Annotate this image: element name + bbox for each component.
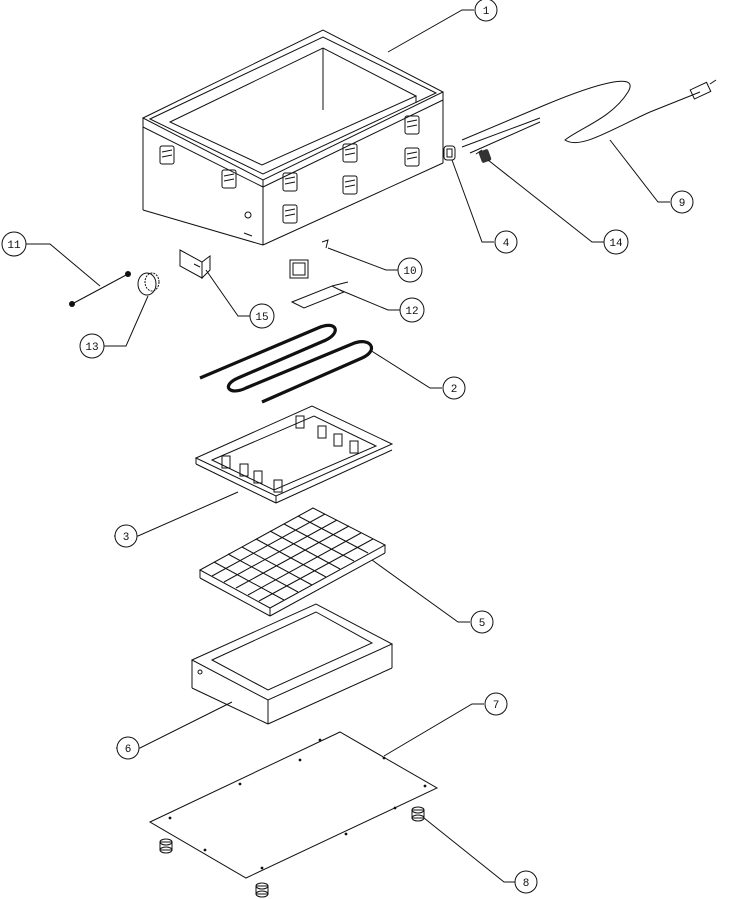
callout-label: 8 (523, 878, 530, 890)
leader-line (26, 243, 101, 287)
callout-4: 4 (494, 230, 518, 254)
callout-label: 5 (479, 618, 486, 630)
vent (282, 172, 298, 192)
callout-label: 15 (255, 312, 268, 324)
callout-3: 3 (114, 524, 138, 548)
callout-label: 12 (405, 306, 418, 318)
leader-line (327, 247, 398, 271)
callout-5: 5 (470, 610, 494, 634)
power-cord-part (461, 79, 717, 154)
callout-label: 7 (493, 700, 500, 712)
callout-label: 13 (85, 342, 98, 354)
callout-label: 3 (123, 532, 130, 544)
element-tray-part (194, 405, 394, 504)
callout-label: 1 (483, 6, 490, 18)
callout-label: 14 (609, 238, 623, 250)
leader-line (387, 9, 474, 53)
callout-10: 10 (397, 257, 423, 283)
grate-part (198, 507, 387, 617)
strain-relief-part (443, 145, 456, 161)
callout-label: 2 (451, 384, 458, 396)
housing-part (141, 29, 445, 246)
probe-part (69, 271, 131, 307)
callout-15: 15 (249, 303, 275, 329)
callout-9: 9 (670, 190, 694, 214)
callout-8: 8 (514, 870, 538, 894)
callout-label: 10 (403, 266, 416, 278)
vent (342, 175, 358, 195)
thermostat-part (289, 259, 349, 309)
vent (404, 147, 420, 167)
callout-13: 13 (79, 333, 105, 359)
callout-2: 2 (442, 376, 466, 400)
callout-14: 14 (603, 229, 629, 255)
leader-line (205, 269, 250, 317)
knob-part (137, 272, 160, 296)
bracket-part (179, 249, 211, 280)
callout-label: 6 (125, 744, 132, 756)
vent (342, 143, 358, 163)
heating-element-part (199, 323, 374, 404)
bottom-plate-part (148, 731, 439, 879)
leader-line (423, 817, 516, 883)
vent (404, 115, 420, 135)
callout-7: 7 (484, 692, 508, 716)
leader-line (609, 139, 670, 203)
drip-pan-part (190, 603, 394, 725)
vent (159, 145, 175, 165)
fuse-holder-part (475, 149, 492, 163)
leader-line (102, 295, 149, 347)
callout-12: 12 (399, 297, 425, 323)
terminal-part (321, 239, 329, 249)
leader-line (451, 159, 494, 243)
leader-line (487, 159, 604, 243)
callout-1: 1 (474, 0, 498, 22)
callout-label: 4 (503, 238, 510, 250)
feet-part (159, 806, 425, 898)
callout-11: 11 (1, 231, 27, 257)
leader-line (339, 289, 400, 311)
leader-line (369, 349, 442, 389)
callout-label: 11 (7, 240, 21, 252)
leader-line (383, 703, 484, 757)
leader-line (371, 559, 470, 623)
callout-label: 9 (679, 198, 686, 210)
vent (282, 204, 298, 224)
callout-6: 6 (116, 736, 140, 760)
